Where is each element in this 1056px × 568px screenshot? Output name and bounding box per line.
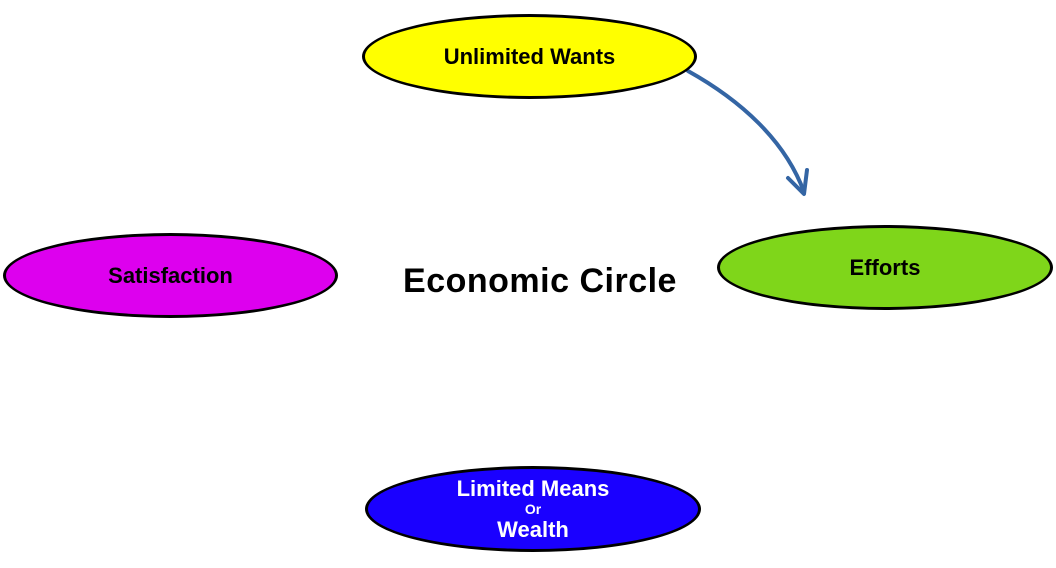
limited-means-label: Limited Means	[456, 475, 610, 501]
unlimited-wants-node: Unlimited Wants	[362, 14, 697, 99]
wealth-label: Wealth	[497, 516, 569, 542]
efforts-node: Efforts	[717, 225, 1053, 310]
limited-means-node: Limited Means Or Wealth	[365, 466, 701, 552]
unlimited-wants-label: Unlimited Wants	[443, 43, 616, 69]
satisfaction-node: Satisfaction	[3, 233, 338, 318]
arrow-shaft	[686, 69, 806, 194]
or-label: Or	[524, 500, 542, 517]
efforts-label: Efforts	[849, 254, 921, 280]
satisfaction-label: Satisfaction	[108, 262, 233, 288]
arrow-head	[786, 168, 809, 196]
diagram-title: Economic Circle	[403, 262, 677, 300]
